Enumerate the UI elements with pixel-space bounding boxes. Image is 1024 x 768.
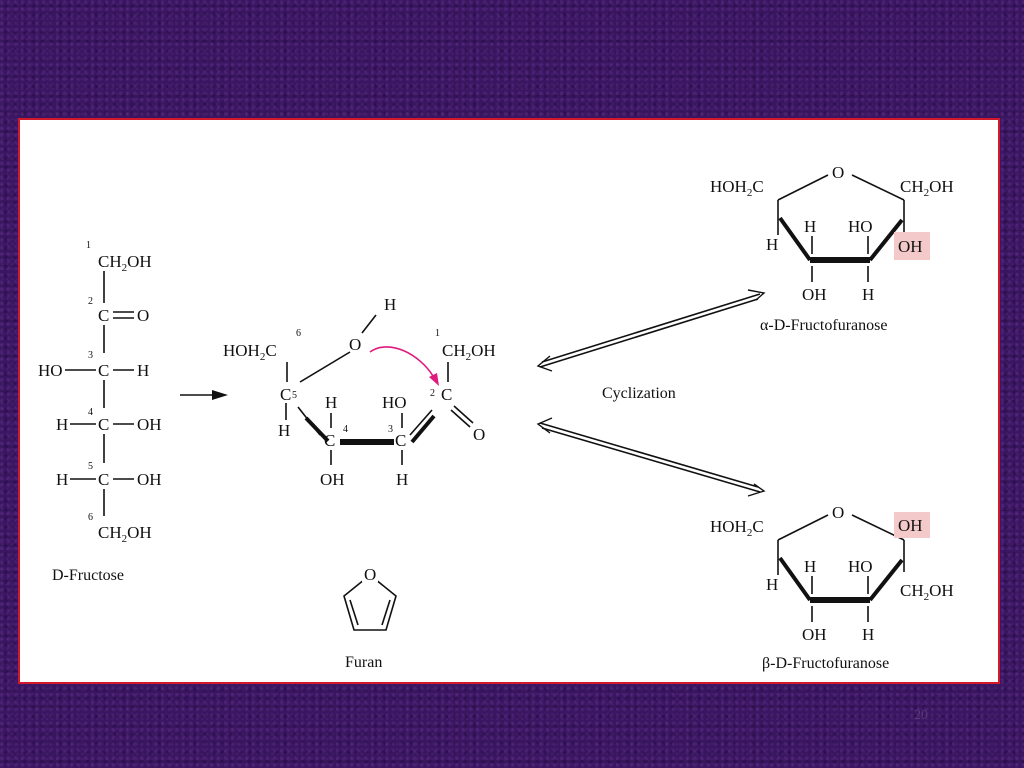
forward-arrow [180, 390, 228, 400]
beta-fructofuranose: HOH2C O OH H H OH HO H CH2OH β-D-Fructof… [710, 503, 954, 672]
carbon-number-2: 2 [88, 296, 93, 307]
intermediate-ch2oh: CH2OH [442, 341, 496, 363]
reaction-diagram: 1 CH2OH 2 C O 3 HO C H 4 H C OH 5 H C OH… [38, 163, 954, 672]
intermediate-c3-ho: HO [382, 393, 407, 412]
carbon-number-1: 1 [86, 240, 91, 251]
alpha-caption: α-D-Fructofuranose [760, 317, 887, 334]
cyclization-intermediate: HOH2C 6 C 5 H O H C 4 C 3 H OH HO H 2 C [223, 295, 496, 489]
beta-caption: β-D-Fructofuranose [762, 655, 889, 672]
alpha-c4-oh: OH [802, 285, 827, 304]
intermediate-c3-h: H [396, 470, 408, 489]
beta-c3-ho: HO [848, 557, 873, 576]
cyclization-label: Cyclization [602, 385, 676, 402]
beta-anomeric-oh: OH [898, 516, 923, 535]
alpha-c3-ho: HO [848, 217, 873, 236]
furan-caption: Furan [345, 654, 382, 671]
alpha-ch2oh: CH2OH [900, 177, 954, 199]
c3-ho: HO [38, 361, 63, 380]
carbon-number-5: 5 [88, 461, 93, 472]
intermediate-number-2: 2 [430, 388, 435, 399]
page-number: 20 [914, 708, 928, 723]
beta-anomeric-highlight [894, 512, 930, 538]
c1-ch2oh: CH2OH [98, 252, 152, 274]
intermediate-number-5: 5 [292, 390, 297, 401]
equilibrium-arrow-alpha [536, 289, 766, 372]
c6-ch2oh: CH2OH [98, 523, 152, 545]
c4-carbon: C [98, 415, 109, 434]
intermediate-c4-h: H [325, 393, 337, 412]
intermediate-c4: C [324, 431, 335, 450]
c2-oxygen: O [137, 306, 149, 325]
c5-h: H [56, 470, 68, 489]
beta-ring-oxygen: O [832, 503, 844, 522]
equilibrium-arrow-beta [536, 417, 766, 497]
carbon-number-6: 6 [88, 512, 93, 523]
alpha-hoh2c: HOH2C [710, 177, 764, 199]
fructose-open-chain: 1 CH2OH 2 C O 3 HO C H 4 H C OH 5 H C OH… [38, 240, 162, 584]
intermediate-hoh2c: HOH2C [223, 341, 277, 363]
c4-h: H [56, 415, 68, 434]
c2-carbon: C [98, 306, 109, 325]
intermediate-hydroxyl-h: H [384, 295, 396, 314]
beta-ch2oh: CH2OH [900, 581, 954, 603]
intermediate-c5-h: H [278, 421, 290, 440]
furan-oxygen: O [364, 565, 376, 584]
c3-h: H [137, 361, 149, 380]
alpha-anomeric-highlight [894, 232, 930, 260]
alpha-c5-h: H [766, 235, 778, 254]
beta-c5-h: H [766, 575, 778, 594]
intermediate-ring-oxygen: O [349, 335, 361, 354]
furan: O Furan [343, 564, 397, 671]
alpha-anomeric-oh: OH [898, 237, 923, 256]
alpha-fructofuranose: HOH2C O CH2OH H H OH HO H OH α-D-Fructof… [710, 163, 954, 334]
slide-panel: 1 CH2OH 2 C O 3 HO C H 4 H C OH 5 H C OH… [18, 118, 1000, 684]
alpha-ring-oxygen: O [832, 163, 844, 182]
carbon-number-4: 4 [88, 407, 93, 418]
intermediate-number-4: 4 [343, 424, 348, 435]
beta-c4-h: H [804, 557, 816, 576]
c3-carbon: C [98, 361, 109, 380]
beta-c3-h: H [862, 625, 874, 644]
alpha-c3-h: H [862, 285, 874, 304]
c5-carbon: C [98, 470, 109, 489]
intermediate-number-6: 6 [296, 328, 301, 339]
beta-c4-oh: OH [802, 625, 827, 644]
intermediate-c2: C [441, 385, 452, 404]
intermediate-carbonyl-oxygen: O [473, 425, 485, 444]
beta-hoh2c: HOH2C [710, 517, 764, 539]
c5-oh: OH [137, 470, 162, 489]
c4-oh: OH [137, 415, 162, 434]
intermediate-c4-oh: OH [320, 470, 345, 489]
intermediate-c3: C [395, 431, 406, 450]
intermediate-number-1: 1 [435, 328, 440, 339]
intermediate-c5: C [280, 385, 291, 404]
carbon-number-3: 3 [88, 350, 93, 361]
alpha-c4-h: H [804, 217, 816, 236]
fructose-caption: D-Fructose [52, 567, 124, 584]
intermediate-number-3: 3 [388, 424, 393, 435]
